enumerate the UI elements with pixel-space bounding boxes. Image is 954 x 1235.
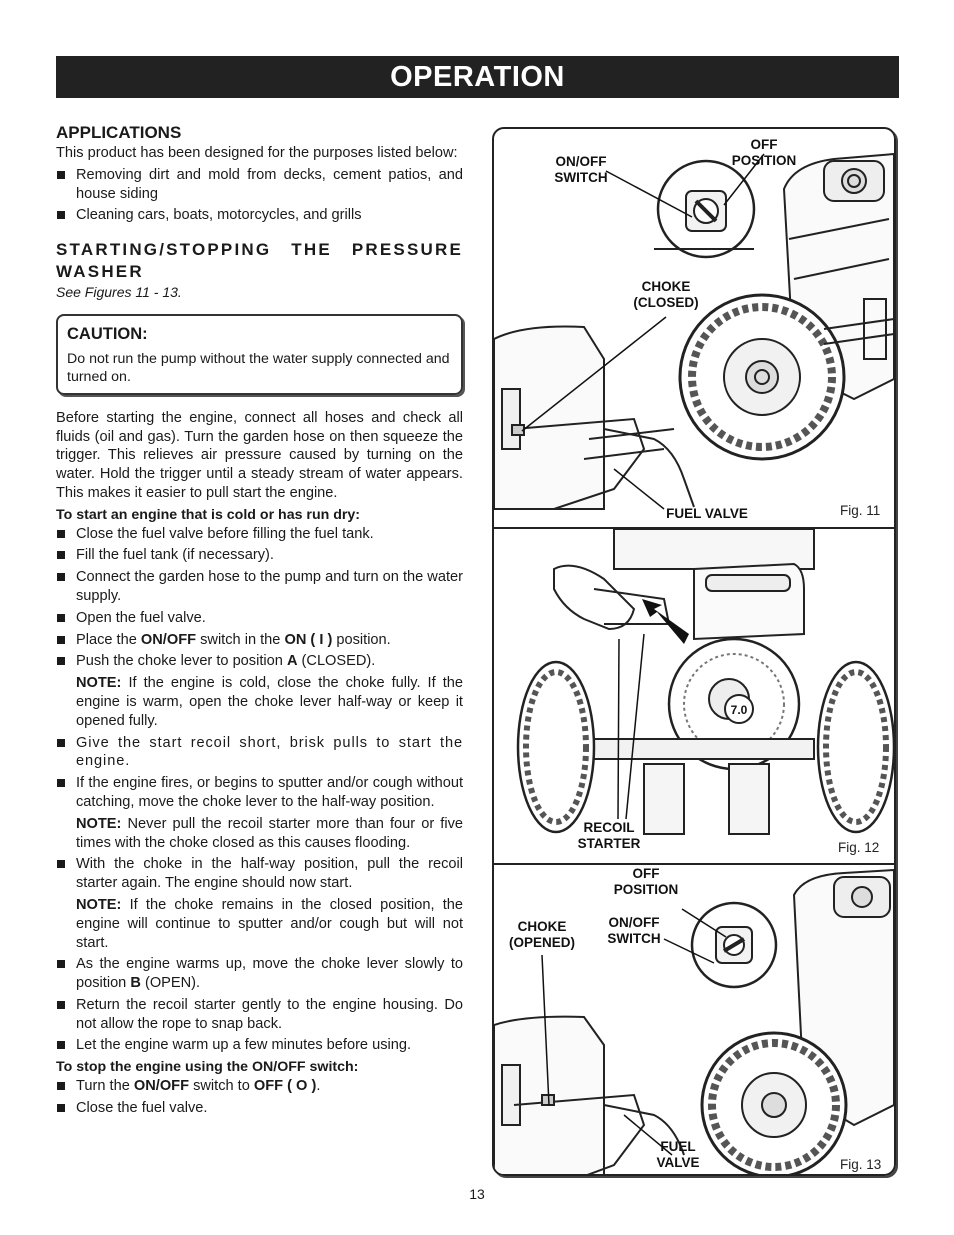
fig11-choke-label: CHOKE (CLOSED)	[633, 279, 699, 310]
figures-panel: ON/OFF SWITCH OFF POSITION CHOKE (CLOSED…	[492, 127, 896, 1176]
note: NOTE: Never pull the recoil starter more…	[56, 815, 463, 853]
caution-text: Do not run the pump without the water su…	[67, 350, 450, 386]
instructions-column: APPLICATIONS This product has been desig…	[56, 122, 463, 1121]
switch-position: OFF ( O )	[253, 1078, 317, 1095]
list-item: Close the fuel valve.	[56, 1099, 463, 1118]
step-text: (OPEN).	[140, 975, 201, 992]
list-item: Cleaning cars, boats, motorcycles, and g…	[56, 206, 463, 225]
choke-position: B	[130, 975, 141, 992]
stop-heading: To stop the engine using the ON/OFF swit…	[56, 1059, 359, 1076]
figure-divider	[494, 527, 894, 529]
list-item: Return the recoil starter gently to the …	[56, 996, 463, 1034]
fig11-onoff-switch-label: ON/OFF SWITCH	[554, 154, 608, 185]
step-text: Turn the	[76, 1078, 134, 1095]
applications-heading: APPLICATIONS	[56, 123, 182, 142]
caution-title: CAUTION:	[67, 324, 148, 343]
list-item: Give the start recoil short, brisk pulls…	[56, 734, 463, 772]
note: NOTE: If the choke remains in the closed…	[56, 896, 463, 952]
cold-start-steps-cont: Give the start recoil short, brisk pulls…	[56, 734, 463, 812]
list-item: With the choke in the half-way position,…	[56, 855, 463, 893]
list-item: Connect the garden hose to the pump and …	[56, 568, 463, 606]
fig13-illustration	[494, 868, 894, 1174]
fig13-fuel-valve-label: FUEL VALVE	[656, 1139, 700, 1170]
list-item: Let the engine warm up a few minutes bef…	[56, 1036, 463, 1055]
list-item: Close the fuel valve before filling the …	[56, 525, 463, 544]
fig11-off-position-label: OFF POSITION	[731, 137, 797, 168]
fig12-illustration: 7.0	[516, 529, 894, 835]
fig13-choke-label: CHOKE (OPENED)	[508, 919, 575, 950]
switch-name: ON/OFF	[140, 631, 197, 648]
stop-steps: Turn the ON/OFF switch to OFF ( O ). Clo…	[56, 1077, 463, 1118]
applications-intro: This product has been designed for the p…	[56, 145, 458, 161]
fig11-fuel-valve-label: FUEL VALVE	[666, 506, 748, 521]
note-text: If the engine is cold, close the choke f…	[76, 675, 463, 729]
step-text: switch in the	[196, 631, 285, 648]
step-text: As the engine warms up, move the choke l…	[76, 956, 463, 992]
list-item: Removing dirt and mold from decks, cemen…	[56, 166, 463, 204]
note-label: NOTE:	[76, 896, 122, 913]
cold-start-steps-cont: As the engine warms up, move the choke l…	[56, 955, 463, 1055]
section-header: OPERATION	[56, 56, 899, 98]
fig12-recoil-starter-label: RECOIL STARTER	[577, 820, 641, 851]
cold-start-steps: Close the fuel valve before filling the …	[56, 525, 463, 672]
engine-badge-text: 7.0	[731, 703, 748, 717]
step-text: position.	[332, 631, 391, 648]
step-text: (CLOSED).	[297, 653, 376, 670]
list-item: Open the fuel valve.	[56, 609, 463, 628]
section-title: OPERATION	[390, 60, 565, 93]
choke-position: A	[286, 653, 298, 670]
see-figures-ref: See Figures 11 - 13.	[56, 284, 182, 301]
list-item: If the engine fires, or begins to sputte…	[56, 774, 463, 812]
applications-list: Removing dirt and mold from decks, cemen…	[56, 166, 463, 225]
note-text: Never pull the recoil starter more than …	[76, 815, 463, 851]
list-item: As the engine warms up, move the choke l…	[56, 955, 463, 993]
fig13-caption: Fig. 13	[840, 1157, 882, 1172]
fig11-illustration	[494, 152, 894, 510]
cold-start-heading: To start an engine that is cold or has r…	[56, 506, 361, 523]
switch-position: ON ( I )	[284, 631, 333, 648]
note-label: NOTE:	[76, 815, 122, 832]
note-label: NOTE:	[76, 675, 122, 692]
list-item: Fill the fuel tank (if necessary).	[56, 546, 463, 565]
note: NOTE: If the engine is cold, close the c…	[56, 674, 463, 730]
figure-divider	[494, 863, 894, 865]
cold-start-steps-cont: With the choke in the half-way position,…	[56, 855, 463, 893]
fig12-caption: Fig. 12	[838, 840, 880, 855]
fig13-onoff-switch-label: ON/OFF SWITCH	[607, 915, 661, 946]
step-text: Place the	[76, 631, 141, 648]
starting-intro: Before starting the engine, connect all …	[56, 409, 463, 501]
switch-name: ON/OFF	[133, 1078, 190, 1095]
starting-heading: STARTING/STOPPING THE PRESSURE WASHER	[56, 240, 463, 282]
list-item: Turn the ON/OFF switch to OFF ( O ).	[56, 1077, 463, 1096]
fig13-off-position-label: OFF POSITION	[613, 866, 679, 897]
step-text: Push the choke lever to position	[76, 653, 287, 670]
note-text: If the choke remains in the closed posit…	[76, 896, 463, 951]
page-number: 13	[469, 1186, 485, 1202]
fig11-caption: Fig. 11	[840, 503, 881, 518]
list-item: Place the ON/OFF switch in the ON ( I ) …	[56, 631, 463, 650]
list-item: Push the choke lever to position A (CLOS…	[56, 652, 463, 671]
step-text: switch to	[189, 1078, 254, 1095]
step-text: .	[316, 1078, 321, 1095]
caution-box: CAUTION: Do not run the pump without the…	[56, 313, 463, 395]
